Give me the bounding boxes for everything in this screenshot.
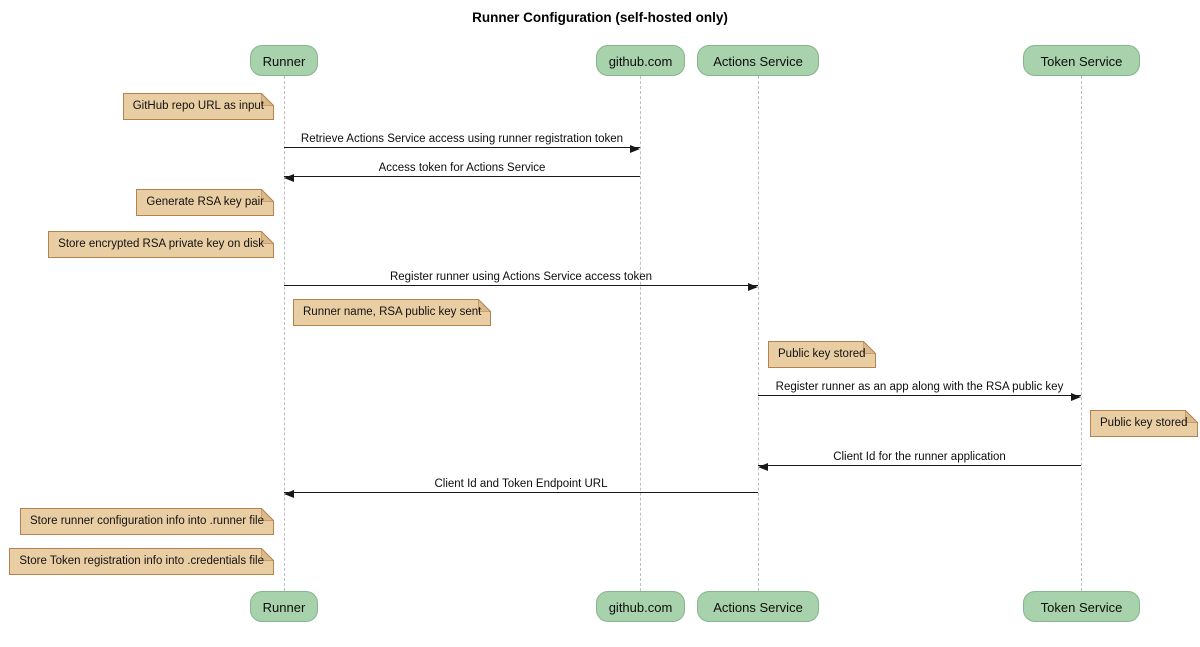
arrow-head-right-icon [748,283,758,291]
note-github-repo-url: GitHub repo URL as input [122,93,274,120]
arrow-head-left-icon [758,463,768,471]
message-client-id-endpoint-url: Client Id and Token Endpoint URL [284,473,758,498]
note-fold-icon [261,189,274,202]
lifeline-github [640,76,641,591]
note-store-credentials-file: Store Token registration info into .cred… [9,548,274,575]
note-text: Store encrypted RSA private key on disk [58,238,264,250]
participant-actions-service-bottom: Actions Service [697,591,819,622]
note-text: GitHub repo URL as input [132,100,264,112]
note-fold-icon [478,299,492,312]
participant-actions-service-top: Actions Service [697,45,819,76]
arrow-line [284,285,758,286]
note-text: Store Token registration info into .cred… [19,555,264,567]
arrow-head-right-icon [630,145,640,153]
note-fold-icon [862,341,876,354]
note-fold-icon [1184,410,1198,423]
message-register-runner-app: Register runner as an app along with the… [758,376,1081,401]
participant-token-service-top: Token Service [1023,45,1140,76]
message-label: Register runner using Actions Service ac… [389,271,653,283]
note-fold-icon [261,548,274,561]
note-fold-icon [261,508,274,521]
message-retrieve-actions-access: Retrieve Actions Service access using ru… [284,128,640,153]
arrow-line [284,492,758,493]
message-client-id-returned: Client Id for the runner application [758,446,1081,471]
participant-github-bottom: github.com [596,591,685,622]
note-runner-name-sent: Runner name, RSA public key sent [293,299,492,326]
arrow-head-left-icon [284,490,294,498]
lifeline-token-service [1081,76,1082,591]
note-fold-icon [261,93,274,106]
arrow-line [758,395,1081,396]
lifeline-runner [283,76,285,591]
arrow-line [758,465,1081,466]
note-generate-rsa: Generate RSA key pair [136,189,274,216]
lifeline-actions-service [757,76,759,591]
arrow-line [284,176,640,177]
message-register-runner: Register runner using Actions Service ac… [284,266,758,291]
participant-runner-bottom: Runner [250,591,318,622]
message-label: Client Id for the runner application [833,451,1006,463]
message-access-token-returned: Access token for Actions Service [284,157,640,182]
note-public-key-stored-actions: Public key stored [768,341,876,368]
participant-runner-top: Runner [250,45,318,76]
note-fold-icon [261,231,274,244]
participant-token-service-bottom: Token Service [1023,591,1140,622]
note-text: Public key stored [778,348,866,360]
message-label: Client Id and Token Endpoint URL [434,478,608,490]
note-store-runner-file: Store runner configuration info into .ru… [20,508,274,535]
arrow-line [284,147,640,148]
diagram-title: Runner Configuration (self-hosted only) [472,10,728,25]
message-label: Access token for Actions Service [378,162,546,174]
note-text: Public key stored [1100,417,1188,429]
arrow-head-left-icon [284,174,294,182]
participant-github-top: github.com [596,45,685,76]
note-text: Generate RSA key pair [146,196,264,208]
message-label: Register runner as an app along with the… [775,381,1064,393]
note-store-private-key: Store encrypted RSA private key on disk [48,231,274,258]
message-label: Retrieve Actions Service access using ru… [300,133,624,145]
arrow-head-right-icon [1071,393,1081,401]
note-text: Store runner configuration info into .ru… [30,515,264,527]
note-text: Runner name, RSA public key sent [303,306,482,318]
note-public-key-stored-token: Public key stored [1090,410,1198,437]
